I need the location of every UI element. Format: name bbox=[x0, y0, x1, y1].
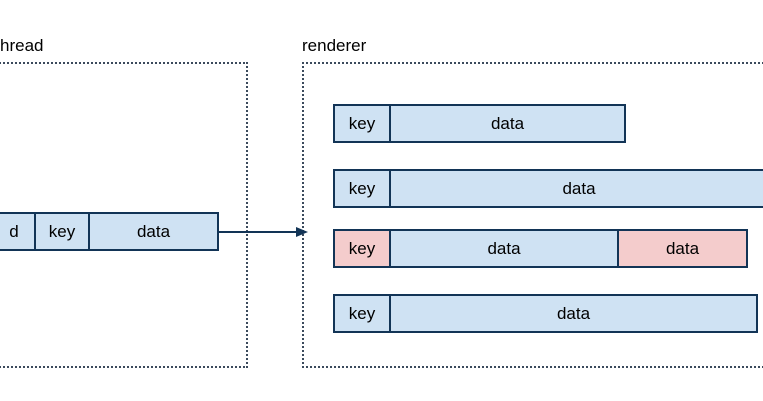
record-key-cell: key bbox=[335, 106, 389, 141]
record-partial-cell: d bbox=[0, 214, 34, 249]
renderer-record: key data bbox=[333, 294, 758, 333]
record-key-cell-highlighted: key bbox=[335, 231, 389, 266]
renderer-region bbox=[302, 62, 763, 368]
renderer-record: key data bbox=[333, 169, 763, 208]
record-key-cell: key bbox=[335, 171, 389, 206]
renderer-record: key data bbox=[333, 104, 626, 143]
record-key-cell: key bbox=[34, 214, 88, 249]
thread-region-label: hread bbox=[0, 36, 44, 55]
record-extra-data-cell-highlighted: data bbox=[617, 231, 746, 266]
record-key-cell: key bbox=[335, 296, 389, 331]
record-data-cell: data bbox=[88, 214, 217, 249]
record-data-cell: data bbox=[389, 296, 756, 331]
renderer-region-label: renderer bbox=[302, 36, 367, 55]
renderer-record-highlighted: key data data bbox=[333, 229, 748, 268]
thread-region bbox=[0, 62, 248, 368]
record-data-cell: data bbox=[389, 231, 617, 266]
thread-record: d key data bbox=[0, 212, 219, 251]
record-data-cell: data bbox=[389, 171, 763, 206]
record-data-cell: data bbox=[389, 106, 624, 141]
